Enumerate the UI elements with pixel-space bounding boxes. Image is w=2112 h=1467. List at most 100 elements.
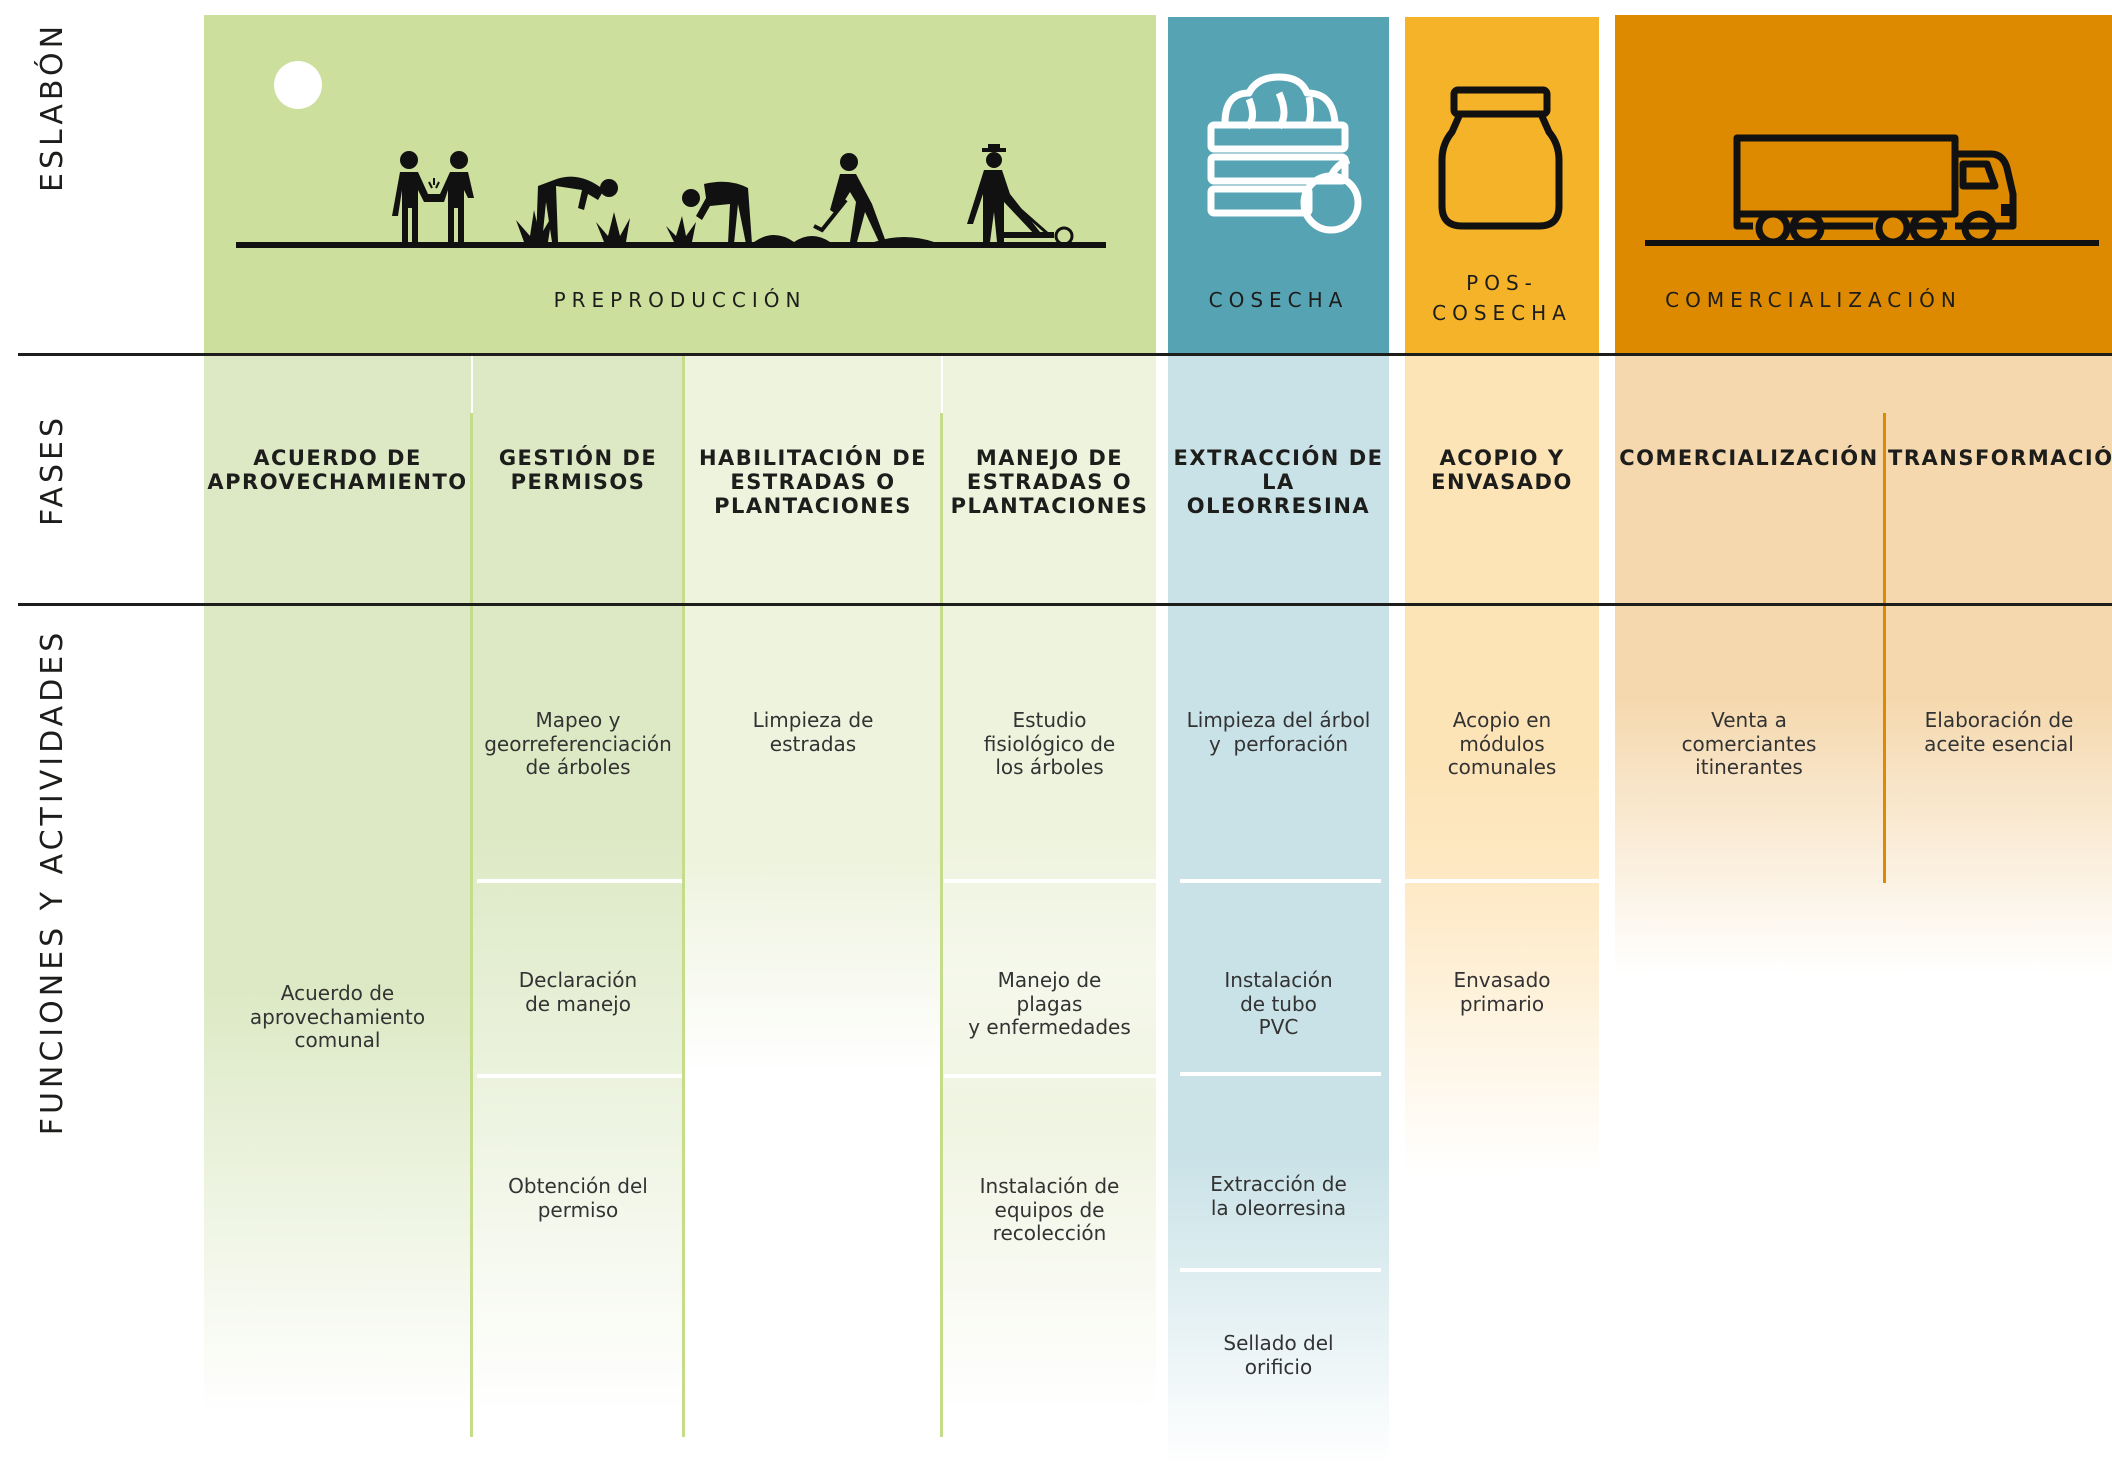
jar-icon [1438, 86, 1563, 230]
activity-line: fisiológico de [983, 731, 1116, 756]
phase-line: ENVASADO [1431, 470, 1573, 494]
phase-line: ACUERDO DE [253, 446, 422, 470]
phase-transformacion: TRANSFORMACIÓN [1888, 446, 2112, 470]
activity-line: y perforación [1209, 731, 1348, 756]
separator [477, 879, 682, 883]
phase-manejo: MANEJO DE ESTRADAS O PLANTACIONES [943, 446, 1156, 518]
activity-line: comunal [294, 1028, 381, 1052]
activity-line: estradas [769, 731, 857, 756]
stage-label-preproduccion: PREPRODUCCIÓN [553, 288, 807, 312]
activity-line: Estudio [1012, 708, 1087, 732]
separator [1180, 1072, 1381, 1076]
activity-mapeo: Mapeo y georreferenciación de árboles [473, 708, 683, 780]
harvest-crate-icon [1207, 73, 1362, 234]
activity-line: Mapeo y [535, 708, 621, 732]
separator [944, 1074, 1156, 1078]
phase-line: PLANTACIONES [714, 494, 912, 518]
column-manejo [943, 355, 1156, 1415]
activity-estudio: Estudio fisiológico de los árboles [943, 708, 1156, 780]
rule-eslabon-fases [18, 353, 2112, 356]
phase-acopio: ACOPIO Y ENVASADO [1405, 446, 1599, 494]
phase-line: EXTRACCIÓN DE [1173, 446, 1384, 470]
activity-plagas: Manejo de plagas y enfermedades [943, 968, 1156, 1040]
activity-line: orificio [1244, 1354, 1313, 1379]
rule-fases-funciones [18, 603, 2112, 606]
activity-envasado: Envasado primario [1405, 968, 1599, 1016]
phase-comercializacion: COMERCIALIZACIÓN [1615, 446, 1883, 470]
stage-label-poscosecha: POS- COSECHA [1405, 268, 1599, 328]
activity-line: permiso [537, 1197, 619, 1222]
row-label-fases: FASES [35, 413, 70, 527]
separator [1405, 879, 1599, 883]
separator [1180, 879, 1381, 883]
activity-line: Venta a [1711, 708, 1787, 732]
stage-block-poscosecha [1405, 17, 1599, 355]
row-label-funciones: FUNCIONES Y ACTIVIDADES [35, 628, 70, 1136]
column-acopio [1405, 355, 1599, 1175]
column-habilitacion [685, 355, 941, 1075]
phase-line: TRANSFORMACIÓN [1888, 446, 2112, 470]
activity-line: Declaración [518, 968, 638, 992]
activity-line: la oleorresina [1210, 1195, 1347, 1220]
activity-aceite: Elaboración de aceite esencial [1886, 708, 2112, 756]
activity-line: Sellado del [1223, 1331, 1334, 1355]
activity-acopio-modulos: Acopio en módulos comunales [1405, 708, 1599, 780]
stage-label-comercializacion: COMERCIALIZACIÓN [1665, 288, 1962, 312]
activity-line: Acopio en [1452, 708, 1552, 732]
activity-sellado: Sellado del orificio [1168, 1331, 1389, 1379]
column-extraccion [1168, 355, 1389, 1465]
activity-line: comerciantes [1681, 731, 1817, 756]
phase-habilitacion: HABILITACIÓN DE ESTRADAS O PLANTACIONES [685, 446, 941, 518]
phase-line: ESTRADAS O [966, 470, 1133, 494]
activity-line: Instalación [1224, 968, 1333, 992]
activity-line: plagas [1016, 991, 1083, 1016]
activity-line: y enfermedades [968, 1015, 1131, 1039]
phase-line: PERMISOS [510, 470, 646, 494]
activity-line: los árboles [995, 755, 1104, 779]
activity-line: Limpieza del árbol [1186, 708, 1371, 732]
activity-limpieza-estradas: Limpieza de estradas [685, 708, 941, 756]
phase-gestion: GESTIÓN DE PERMISOS [473, 446, 683, 494]
activity-line: comunales [1447, 755, 1557, 779]
divider-habilitacion-manejo [940, 413, 943, 1437]
activity-line: de árboles [525, 755, 631, 779]
activity-line: de tubo [1240, 991, 1317, 1016]
activity-line: aceite esencial [1924, 731, 2074, 756]
divider-acuerdo-gestion [470, 413, 473, 1437]
activity-line: Limpieza de [752, 708, 874, 732]
activity-line: itinerantes [1695, 755, 1803, 779]
activity-line: georreferenciación [484, 731, 672, 756]
activity-line: primario [1459, 991, 1545, 1016]
sun-icon [274, 61, 322, 109]
separator [1180, 1268, 1381, 1272]
phase-line: COMERCIALIZACIÓN [1619, 446, 1879, 470]
activity-venta: Venta a comerciantes itinerantes [1615, 708, 1883, 780]
activity-instalacion-equipos: Instalación de equipos de recolección [943, 1174, 1156, 1246]
phase-line: ACOPIO Y [1439, 446, 1565, 470]
stage-label-poscosecha-line2: COSECHA [1432, 301, 1572, 325]
column-acuerdo [204, 355, 471, 1415]
column-comercializacion [1615, 355, 2112, 975]
activity-line: Extracción de [1210, 1172, 1347, 1196]
row-label-eslabon: ESLABÓN [35, 21, 70, 193]
activity-line: Obtención del [508, 1174, 648, 1198]
activity-line: Elaboración de [1924, 708, 2074, 732]
phase-line: APROVECHAMIENTO [207, 470, 468, 494]
activity-line: de manejo [525, 991, 631, 1016]
activity-line: aprovechamiento [249, 1004, 426, 1029]
stage-block-comercializacion [1615, 15, 2112, 355]
activity-line: equipos de [994, 1197, 1105, 1222]
activity-line: recolección [992, 1221, 1107, 1245]
activity-obtencion: Obtención del permiso [473, 1174, 683, 1222]
activity-line: Manejo de [997, 968, 1102, 992]
divider-gestion-habilitacion [682, 355, 685, 1437]
column-gestion [473, 355, 683, 1415]
phase-line: MANEJO DE [975, 446, 1124, 470]
phase-extraccion: EXTRACCIÓN DE LA OLEORRESINA [1168, 446, 1389, 518]
activity-instalacion-tubo: Instalación de tubo PVC [1168, 968, 1389, 1040]
phase-acuerdo: ACUERDO DE APROVECHAMIENTO [204, 446, 471, 494]
activity-line: Envasado [1453, 968, 1551, 992]
stage-label-cosecha: COSECHA [1208, 288, 1349, 312]
phase-line: PLANTACIONES [950, 494, 1149, 518]
phase-line: HABILITACIÓN DE [698, 446, 928, 470]
